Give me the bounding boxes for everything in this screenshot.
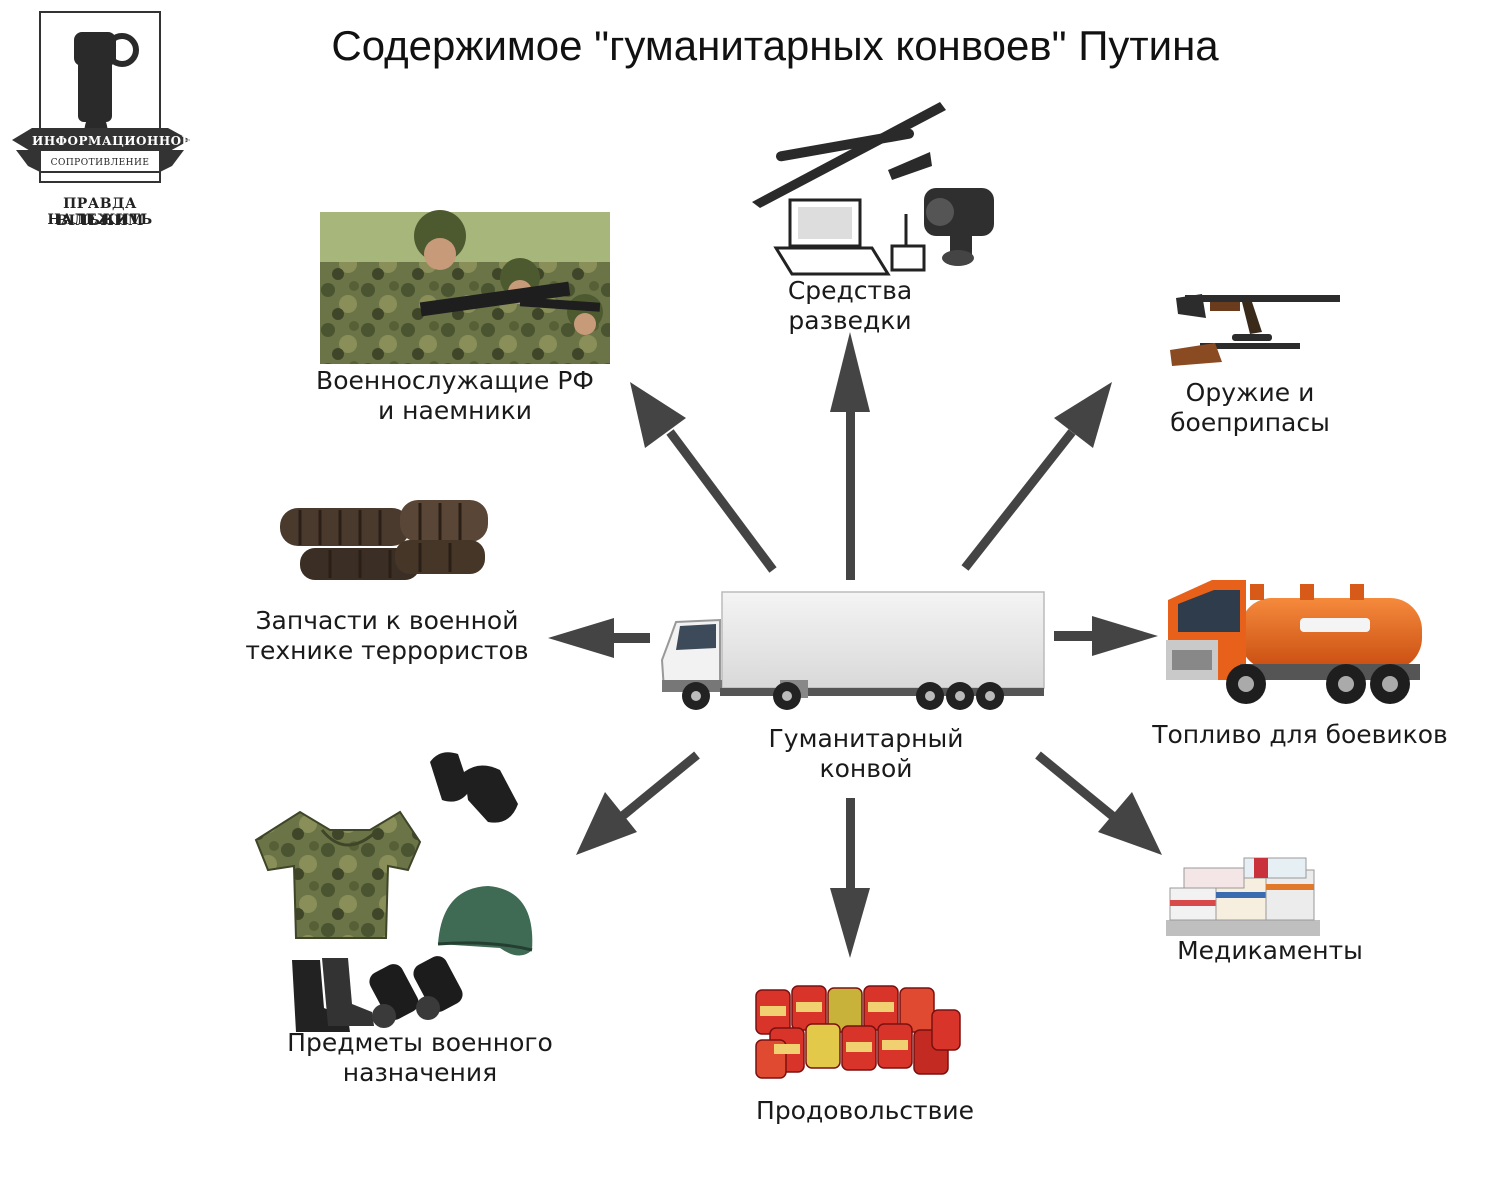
drone-icon [752,102,946,208]
label-soldiers-line2: и наемники [377,396,533,425]
label-food-line1: Продовольствие [756,1096,974,1125]
gloves-icon [430,752,518,823]
arrow-to-gear [576,751,700,855]
night-vision-icon [924,188,994,266]
arrow-to-soldiers [630,382,777,573]
logo [12,11,190,183]
arrow-to-fuel [1054,616,1158,656]
page-title: Содержимое "гуманитарных конвоев" Путина [331,22,1219,69]
arrow-to-recon [830,332,870,580]
label-parts-line2: технике террористов [245,636,529,665]
logo-motto-line2: ВІЛЬНИМ [56,213,144,229]
fuel-tanker-image [1166,580,1422,704]
medicine-boxes-image [1166,857,1320,936]
label-parts-line1: Запчасти к военной [255,606,519,635]
rifle-icon [1176,294,1340,334]
recon-equipment-image [752,102,994,276]
label-meds-line1: Медикаменты [1177,936,1363,965]
label-parts: Запчасти к военной технике террористов [230,606,544,666]
body-armor-icon [254,810,422,939]
label-gear: Предметы военного назначения [270,1028,570,1088]
ribbon [12,128,190,173]
label-fuel-line1: Топливо для боевиков [1152,720,1448,749]
radio-icon [890,214,926,272]
label-recon-line1: Средства [787,276,913,305]
arrow-to-meds [1035,751,1162,855]
tank-tracks-image [280,500,488,580]
label-center: Гуманитарный конвой [736,724,996,784]
logo-ribbon-bottom: СОПРОТИВЛЕНИЕ [50,158,150,168]
canned-food-image [755,985,961,1079]
soldiers-image [320,210,610,364]
arrow-to-food [830,798,870,958]
arrow-to-weapons [961,382,1112,571]
weapons-image [1170,294,1340,366]
helmet-icon [437,886,533,956]
label-soldiers-line1: Военнослужащие РФ [316,366,594,395]
label-center-line1: Гуманитарный [768,724,964,753]
binoculars-icon [369,956,463,1028]
laptop-icon [773,198,891,276]
label-center-line2: конвой [819,754,913,783]
label-fuel: Топливо для боевиков [1138,720,1462,750]
label-gear-line2: назначения [342,1058,498,1087]
logo-ribbon-top: ИНФОРМАЦИОННОЕ [32,134,192,148]
boots-icon [292,958,374,1032]
label-gear-line1: Предметы военного [287,1028,553,1057]
military-gear-image [254,752,533,1032]
logo-motto-line1: ПРАВДА НАЛЕЖИТЬ [47,196,153,228]
humanitarian-truck-image [660,591,1045,710]
sniper-rifle-icon [1170,334,1300,366]
label-weapons-line1: Оружие и [1185,378,1315,407]
label-soldiers: Военнослужащие РФ и наемники [290,366,620,426]
label-food: Продовольствие [730,1096,1000,1126]
label-recon: Средства разведки [740,276,960,336]
label-meds: Медикаменты [1150,936,1390,966]
label-weapons-line2: боеприпасы [1170,408,1330,437]
arrow-to-parts [548,618,650,658]
label-recon-line2: разведки [788,306,912,335]
label-weapons: Оружие и боеприпасы [1140,378,1360,438]
